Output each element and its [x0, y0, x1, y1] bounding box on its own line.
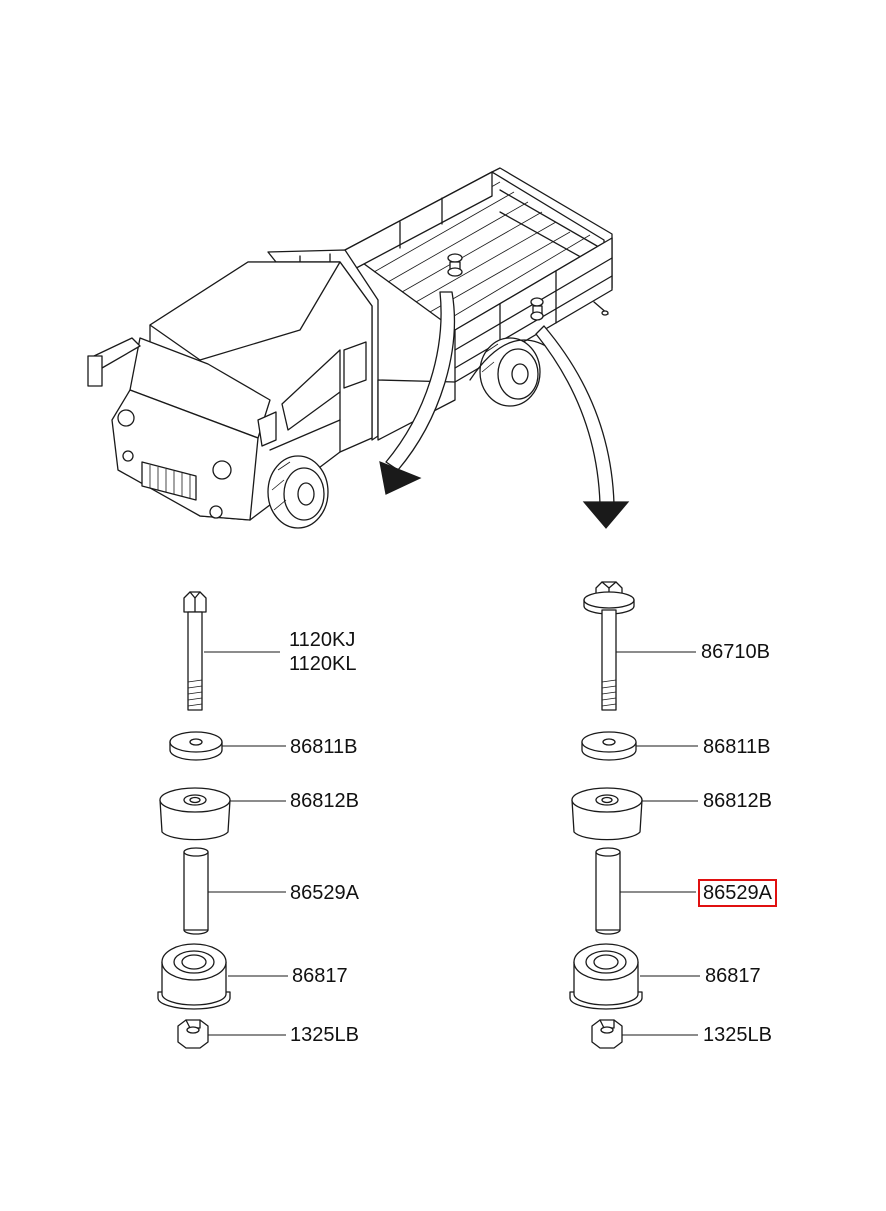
- right-sleeve-icon: [595, 847, 621, 935]
- right-sleeve-label-highlighted: 86529A: [698, 879, 777, 907]
- arrow-to-right-stack: [535, 325, 630, 529]
- left-upper-bushing-icon: [159, 787, 231, 841]
- left-bolt-label-1: 1120KJ: [289, 629, 356, 651]
- mount-point-left: [447, 253, 463, 277]
- right-washer-icon: [581, 731, 637, 761]
- right-upper-bushing-icon: [571, 787, 643, 841]
- right-lower-bushing-icon: [569, 943, 643, 1010]
- left-bolt-icon: [183, 591, 207, 711]
- left-washer-icon: [169, 731, 223, 761]
- left-sleeve-icon: [183, 847, 209, 935]
- left-bolt-label-2: 1120KL: [289, 653, 357, 675]
- right-washer-label: 86811B: [703, 736, 771, 758]
- left-sleeve-label: 86529A: [290, 882, 359, 904]
- left-nut-icon: [177, 1019, 209, 1049]
- left-mount-stack: [157, 591, 288, 1049]
- left-lower-bushing-icon: [157, 943, 231, 1010]
- right-upper-bushing-label: 86812B: [703, 790, 772, 812]
- mount-point-right: [530, 297, 544, 321]
- right-mount-stack: [569, 581, 700, 1049]
- right-lower-bushing-label: 86817: [705, 965, 761, 987]
- arrow-to-left-stack: [379, 291, 455, 495]
- left-upper-bushing-label: 86812B: [290, 790, 359, 812]
- left-lower-bushing-label: 86817: [292, 965, 348, 987]
- right-nut-icon: [591, 1019, 623, 1049]
- left-nut-label: 1325LB: [290, 1024, 359, 1046]
- left-washer-label: 86811B: [290, 736, 358, 758]
- right-bolt-label: 86710B: [701, 641, 770, 663]
- right-nut-label: 1325LB: [703, 1024, 772, 1046]
- truck-illustration: [87, 167, 630, 529]
- right-flange-bolt-icon: [583, 581, 635, 711]
